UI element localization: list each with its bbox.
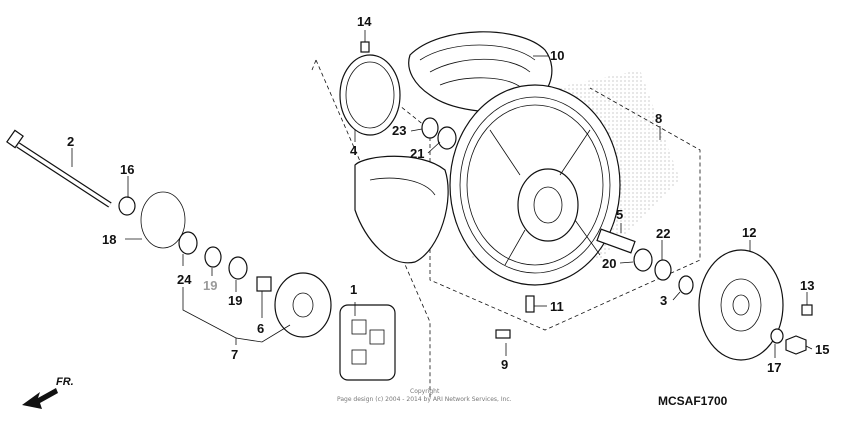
collar — [118, 196, 136, 216]
callout-22: 22 — [656, 226, 670, 241]
callout-23: 23 — [392, 123, 406, 138]
wheel — [449, 84, 621, 286]
callout-12: 12 — [742, 225, 756, 240]
callout-4: 4 — [350, 143, 358, 158]
copyright-line1: Copyright — [410, 388, 440, 395]
leader-lines — [71, 30, 813, 358]
bearing-22 — [654, 259, 672, 281]
balance-weight — [495, 329, 511, 339]
callout-9: 9 — [501, 357, 508, 372]
callout-8: 8 — [655, 111, 662, 126]
front-arrow — [22, 388, 58, 409]
valve — [525, 295, 535, 313]
reference-code: MCSAF1700 — [658, 394, 728, 408]
damper-rubbers — [339, 304, 396, 381]
side-collar — [678, 275, 694, 295]
bearing-a — [204, 246, 222, 268]
driven-flange — [274, 272, 332, 338]
flange-collar — [256, 276, 272, 292]
brake-disc — [698, 249, 784, 361]
callout-2: 2 — [67, 134, 74, 149]
callout-18: 18 — [102, 232, 116, 247]
distance-collar — [596, 228, 636, 254]
callout-20: 20 — [602, 256, 616, 271]
bearing-20 — [633, 248, 653, 272]
direction-label: FR. — [56, 376, 74, 388]
callout-7: 7 — [231, 347, 238, 362]
callout-6: 6 — [257, 321, 264, 336]
copyright-line2: Page design (c) 2004 - 2014 by ARI Netwo… — [337, 396, 512, 403]
callout-14: 14 — [357, 14, 372, 29]
callout-5: 5 — [616, 207, 623, 222]
callout-3: 3 — [660, 293, 667, 308]
callout-13: 13 — [800, 278, 814, 293]
callout-10: 10 — [550, 48, 564, 63]
callout-17: 17 — [767, 360, 781, 375]
callout-16: 16 — [120, 162, 134, 177]
tire-lower — [354, 155, 449, 264]
axle-nut — [785, 335, 807, 355]
pulser-ring — [339, 54, 401, 136]
bearing-b — [228, 256, 248, 280]
callout-24: 24 — [177, 272, 192, 287]
bolt-top — [360, 41, 370, 53]
callout-21: 21 — [410, 146, 424, 161]
bearing-21 — [437, 126, 457, 150]
callout-11: 11 — [550, 299, 564, 314]
callout-19: 19 — [228, 293, 242, 308]
seal-23 — [421, 117, 439, 139]
callout-1: 1 — [350, 282, 357, 297]
disc-bolt — [801, 304, 813, 316]
snap-ring — [140, 191, 186, 249]
washer — [770, 328, 784, 344]
callout-15: 15 — [815, 342, 829, 357]
callout-19-gray: 19 — [203, 278, 217, 293]
dust-seal — [178, 231, 198, 255]
axle — [6, 129, 112, 208]
